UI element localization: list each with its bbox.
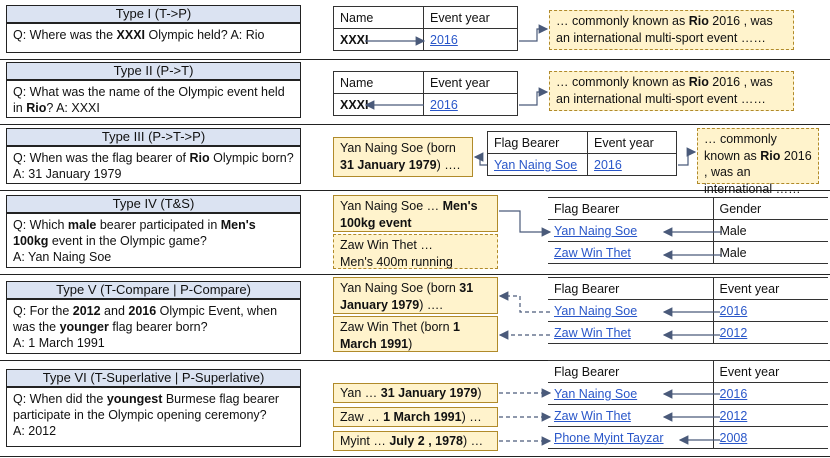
cell[interactable]: Yan Naing Soe <box>487 153 588 176</box>
type-6-question: Q: When did the youngest Burmese flag be… <box>6 387 301 447</box>
arrow <box>519 24 549 42</box>
separator <box>0 274 830 275</box>
col-header: Event year <box>713 277 828 300</box>
cell[interactable]: 2012 <box>713 321 828 344</box>
cell[interactable]: Phone Myint Tayzar <box>548 426 714 449</box>
col-header: Event year <box>423 71 518 94</box>
arrow <box>499 210 552 237</box>
col-header: Flag Bearer <box>548 197 714 220</box>
type-3-question: Q: When was the flag bearer of Rio Olymp… <box>6 146 301 184</box>
separator <box>0 190 830 191</box>
col-header: Flag Bearer <box>548 360 714 383</box>
type-5-passage-2: Zaw Win Thet (born 1 March 1991) <box>333 316 498 352</box>
type-5-question: Q: For the 2012 and 2016 Olympic Event, … <box>6 299 301 354</box>
cell[interactable]: Zaw Win Thet <box>548 241 714 264</box>
cell[interactable]: 2016 <box>587 153 677 176</box>
type-2-title: Type II (P->T) <box>6 62 301 80</box>
type-2-passage: … commonly known as Rio 2016 , was an in… <box>549 71 794 111</box>
col-header: Name <box>333 6 424 29</box>
q-text: Q: Where was the <box>13 28 117 42</box>
cell: Male <box>713 219 828 242</box>
arrow <box>519 87 549 106</box>
type-5-passage-1: Yan Naing Soe (born 31 January 1979) …. <box>333 277 498 314</box>
type-4-question: Q: Which male bearer participated in Men… <box>6 213 301 268</box>
type-6-title: Type VI (T-Superlative | P-Superlative) <box>6 369 301 387</box>
cell[interactable]: 2016 <box>713 382 828 405</box>
type-6-passage-1: Yan … 31 January 1979) … <box>333 383 498 415</box>
separator <box>0 360 830 361</box>
type-6-passage-2: Zaw … 1 March 1991) … <box>333 407 498 427</box>
cell[interactable]: 2012 <box>713 404 828 427</box>
col-header: Gender <box>713 197 828 220</box>
cell[interactable]: Yan Naing Soe <box>548 219 714 242</box>
separator <box>0 124 830 125</box>
type-4-passage-1: Yan Naing Soe … Men's 100kg event <box>333 195 498 232</box>
cell: Male <box>713 241 828 264</box>
type-3-right-passage: … commonly known as Rio 2016 , was an in… <box>697 128 819 196</box>
separator <box>0 59 830 60</box>
type-4-title: Type IV (T&S) <box>6 195 301 213</box>
col-header: Event year <box>587 131 677 154</box>
arrow <box>498 291 550 313</box>
col-header: Flag Bearer <box>548 277 714 300</box>
cell[interactable]: 2016 <box>713 299 828 322</box>
type-2-question: Q: What was the name of the Olympic even… <box>6 80 301 118</box>
q-bold: XXXI <box>116 28 146 42</box>
cell[interactable]: 2008 <box>713 426 828 449</box>
cell[interactable]: 2016 <box>423 28 518 51</box>
col-header: Event year <box>713 360 828 383</box>
cell[interactable]: Yan Naing Soe <box>548 382 714 405</box>
type-1-passage: … commonly known as Rio 2016 , was an in… <box>549 10 794 50</box>
cell: XXXI <box>333 28 424 51</box>
cell: XXXI <box>333 93 424 116</box>
cell[interactable]: Zaw Win Thet <box>548 321 714 344</box>
separator <box>0 456 830 457</box>
cell[interactable]: Yan Naing Soe <box>548 299 714 322</box>
type-3-title: Type III (P->T->P) <box>6 128 301 146</box>
arrow <box>473 152 487 166</box>
cell[interactable]: Zaw Win Thet <box>548 404 714 427</box>
col-header: Name <box>333 71 424 94</box>
type-6-passage-3: Myint … July 2 , 1978) … <box>333 431 498 451</box>
cell[interactable]: 2016 <box>423 93 518 116</box>
col-header: Flag Bearer <box>487 131 588 154</box>
type-1-question: Q: Where was the XXXI Olympic held? A: R… <box>6 23 301 53</box>
q-text: Olympic held? A: Rio <box>145 28 265 42</box>
type-1-title: Type I (T->P) <box>6 5 301 23</box>
type-5-title: Type V (T-Compare | P-Compare) <box>6 281 301 299</box>
type-4-passage-2: Zaw Win Thet …Men's 400m running <box>333 234 498 269</box>
col-header: Event year <box>423 6 518 29</box>
arrow <box>678 147 697 166</box>
